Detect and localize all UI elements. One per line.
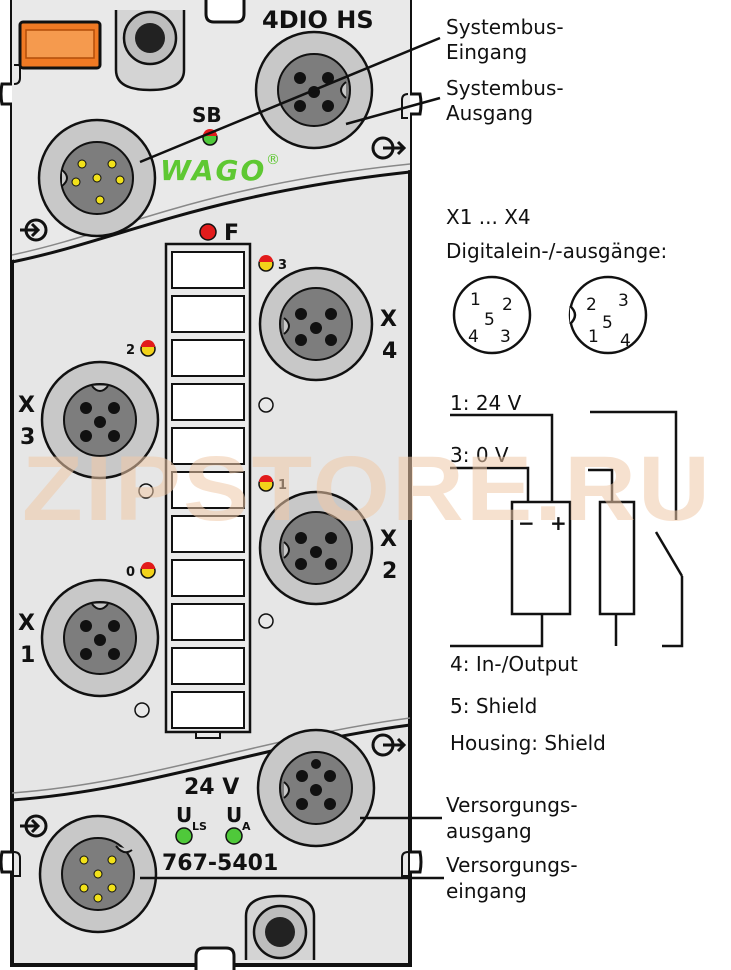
u-a-led [225,827,243,845]
fault-label: F [224,221,239,246]
supply-input-symbol [20,814,48,838]
channel-2-number: 2 [126,343,135,358]
pinout-left-pin-1: 1 [470,290,481,310]
port-x1-letter: X [18,611,35,636]
pinout-right-diagram: 2 3 5 1 4 [568,275,648,355]
port-x1-number: 1 [20,643,35,668]
pinout-right-pin-5: 5 [602,313,613,333]
wiring-plus-sign: + [550,511,567,535]
pinout-heading: X1 ... X4 [446,205,531,229]
port-x4-connector[interactable] [258,266,374,382]
pinout-left-diagram: 1 2 5 4 3 [452,275,532,355]
bus-input-symbol [20,218,48,242]
supply-input-connector[interactable] [38,814,158,934]
u-a-label: U [226,803,242,827]
callout-systembus-ausgang-line1: Systembus- [446,76,564,100]
bus-output-symbol [371,136,407,160]
wiring-pin1-label: 1: 24 V [450,391,522,415]
pinout-left-pin-4: 4 [468,327,479,347]
sb-label: SB [192,103,222,127]
wiring-housing-label: Housing: Shield [450,731,606,755]
pinout-right-pin-3: 3 [618,291,629,311]
port-x3-number: 3 [20,425,35,450]
callout-systembus-eingang-line2: Eingang [446,40,527,64]
supply-output-symbol [371,733,407,757]
callout-versorgungs-eingang-line2: eingang [446,879,527,903]
wiring-diagram [450,410,684,648]
port-x4-number: 4 [382,339,397,364]
callout-versorgungs-ausgang-line2: ausgang [446,819,532,843]
pinout-right-pin-1: 1 [588,327,599,347]
wiring-pin5-label: 5: Shield [450,694,537,718]
x2-status-hole [258,613,274,629]
port-x2-letter: X [380,527,397,552]
module-title: 4DIO HS [262,6,374,34]
port-x3-connector[interactable] [40,360,160,480]
u-ls-subscript: LS [192,820,207,833]
pinout-left-pin-2: 2 [502,295,513,315]
pinout-right-pin-4: 4 [620,331,631,351]
pinout-left-pin-3: 3 [500,327,511,347]
top-screw [114,10,186,92]
fault-led [199,223,217,241]
release-latch[interactable] [18,20,102,70]
article-number: 767-5401 [162,851,278,876]
x4-status-hole [258,397,274,413]
u-ls-led [175,827,193,845]
pinout-left-pin-5: 5 [484,310,495,330]
channel-1-number: 1 [278,478,287,493]
port-x4-letter: X [380,307,397,332]
channel-3-number: 3 [278,258,287,273]
u-ls-label: U [176,803,192,827]
channel-0-number: 0 [126,565,135,580]
pinout-subheading: Digitalein-/-ausgänge: [446,239,667,263]
wago-logo: WAGO [160,154,266,187]
wiring-pin3-label: 3: 0 V [450,443,509,467]
port-x3-letter: X [18,393,35,418]
supply-voltage-label: 24 V [184,775,239,800]
marker-strip [164,242,252,739]
u-a-subscript: A [242,820,251,833]
systembus-input-connector[interactable] [37,118,157,238]
port-x2-number: 2 [382,559,397,584]
callout-lines [139,36,444,880]
callout-systembus-eingang-line1: Systembus- [446,15,564,39]
pinout-right-pin-2: 2 [586,295,597,315]
port-x2-connector[interactable] [258,490,374,606]
callout-versorgungs-ausgang-line1: Versorgungs- [446,793,578,817]
watermark: ZIPSTORE.RU [22,438,712,540]
port-x1-connector[interactable] [40,578,160,698]
callout-versorgungs-eingang-line1: Versorgungs- [446,853,578,877]
x1-status-hole [134,702,150,718]
wiring-pin4-label: 4: In-/Output [450,652,578,676]
wago-registered-mark: ® [266,152,280,168]
supply-output-connector[interactable] [256,728,376,848]
bottom-screw [244,894,316,960]
callout-systembus-ausgang-line2: Ausgang [446,101,533,125]
x3-status-hole [138,483,154,499]
wiring-minus-sign: − [518,511,535,535]
